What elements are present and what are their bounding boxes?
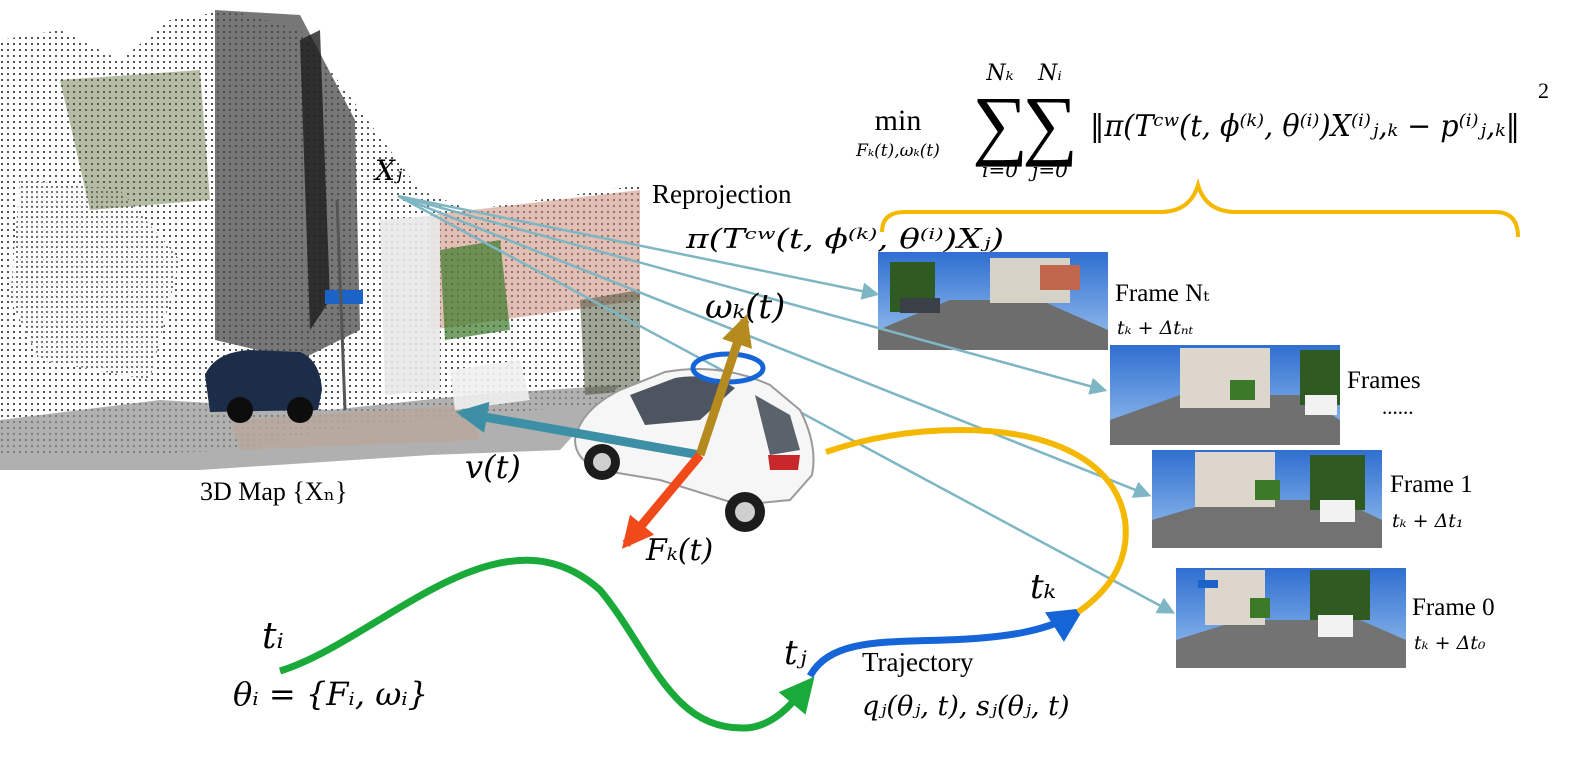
trajectory-orange [825, 426, 1129, 615]
objective-formula: min Fₖ(t),ωₖ(t) Nₖ ∑ i=0 Nᵢ ∑ j=0 ‖π(Tᶜʷ… [855, 61, 1549, 182]
frame-label-1: Frame 1 tₖ + Δt₁ [1390, 471, 1473, 532]
point-label-xj: Xⱼ [373, 154, 403, 187]
ray-to-frame-1 [397, 194, 1152, 498]
frame-time: tₖ + Δt₁ [1392, 510, 1464, 532]
trajectory-formula: qⱼ(θⱼ, t), sⱼ(θⱼ, t) [862, 691, 1070, 722]
frame-label-nt: Frame Nₜ tₖ + Δtₙₜ [1115, 280, 1210, 339]
trajectory-green [278, 556, 815, 732]
objective-power: 2 [1538, 78, 1549, 103]
ray-to-frame-mid [397, 194, 1108, 395]
car [573, 368, 815, 532]
frame-name: Frame 0 [1412, 594, 1495, 621]
velocity-arrow [455, 401, 701, 460]
omega-arrow [695, 314, 752, 457]
force-arrow [621, 452, 704, 549]
objective-body: ‖π(Tᶜʷ(t, ϕ⁽ᵏ⁾, θ⁽ⁱ⁾)X⁽ⁱ⁾ⱼ,ₖ − p⁽ⁱ⁾ⱼ,ₖ‖ [1090, 109, 1520, 144]
sum1-lower: i=0 [982, 158, 1018, 182]
omega-label: ωₖ(t) [705, 287, 785, 327]
ti-label: tᵢ [262, 616, 284, 657]
sum2-symbol: ∑ [1022, 80, 1078, 167]
frame-name: Frame Nₜ [1115, 280, 1210, 307]
sum1-symbol: ∑ [972, 80, 1028, 167]
sum2-upper: Nᵢ [1037, 61, 1062, 86]
objective-min-subscript: Fₖ(t),ωₖ(t) [855, 141, 940, 161]
frame-time: tₖ + Δtₙₜ [1117, 317, 1194, 339]
frame-photo-nt [878, 252, 1108, 350]
frame-time: ...... [1382, 395, 1414, 419]
trajectory-blue [806, 608, 1084, 678]
sum2-lower: j=0 [1028, 158, 1068, 182]
reprojection-label: Reprojection [652, 179, 792, 209]
frame-photo-mid [1110, 345, 1340, 445]
objective-min: min [875, 104, 922, 137]
frame-label-0: Frame 0 tₖ + Δt₀ [1412, 594, 1495, 654]
frame-name: Frames [1347, 367, 1421, 394]
frame-name: Frame 1 [1390, 471, 1473, 498]
velocity-label: v(t) [465, 448, 521, 486]
map-label: 3D Map {Xₙ} [200, 477, 347, 506]
frame-photo-0 [1176, 568, 1406, 668]
force-label: Fₖ(t) [645, 533, 713, 568]
tk-label: tₖ [1030, 567, 1056, 607]
frame-photo-1 [1152, 450, 1382, 548]
point-cloud-map [0, 10, 640, 470]
theta-i-label: θᵢ = {Fᵢ, ωᵢ} [233, 675, 428, 713]
frame-label-mid: Frames ...... [1347, 367, 1421, 419]
ray-to-frame-nt [397, 194, 880, 300]
sum1-upper: Nₖ [985, 61, 1013, 86]
tj-label: tⱼ [784, 633, 807, 673]
trajectory-label: Trajectory [862, 647, 974, 677]
reprojection-formula: π(Tᶜʷ(t, ϕ⁽ᵏ⁾, θ⁽ⁱ⁾)Xⱼ) [685, 224, 1004, 255]
objective-brace [880, 177, 1520, 238]
frame-time: tₖ + Δt₀ [1414, 632, 1486, 654]
